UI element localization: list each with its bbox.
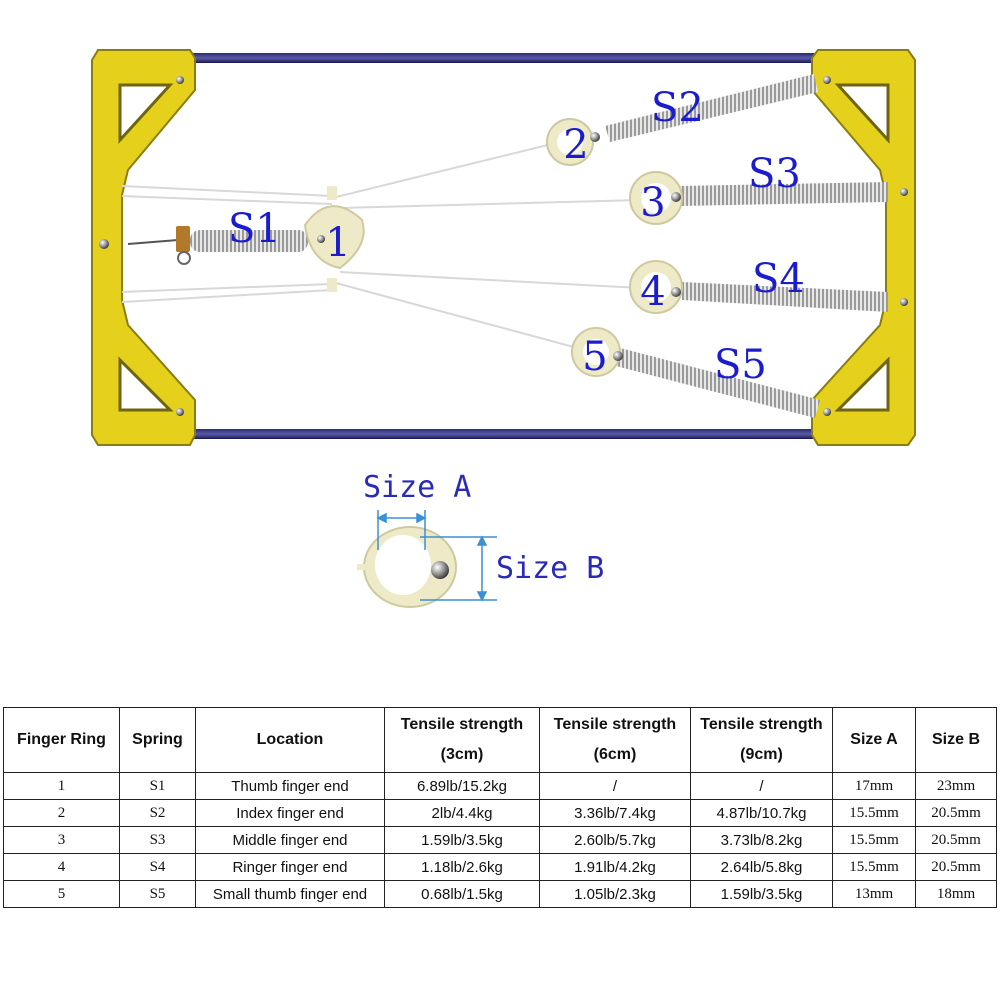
spring-s5 — [616, 348, 820, 418]
cell-tensile-9cm: 2.64lb/5.8kg — [690, 853, 833, 881]
spring-s2 — [605, 74, 818, 142]
springs — [127, 74, 888, 418]
cell-tensile-6cm: 1.91lb/4.2kg — [539, 853, 691, 881]
table-row: 4 S4 Ringer finger end 1.18lb/2.6kg 1.91… — [3, 853, 997, 881]
cell-location: Thumb finger end — [195, 772, 385, 800]
cell-finger-ring: 2 — [3, 799, 120, 827]
cell-tensile-6cm: 2.60lb/5.7kg — [539, 826, 691, 854]
header-spring: Spring — [119, 707, 196, 773]
cell-location: Ringer finger end — [195, 853, 385, 881]
cell-finger-ring: 5 — [3, 880, 120, 908]
ring-label-4: 4 — [640, 269, 665, 315]
size-a-label: Size A — [363, 470, 471, 505]
cell-tensile-6cm: / — [539, 772, 691, 800]
cell-size-a: 15.5mm — [832, 826, 916, 854]
cell-tensile-9cm: 3.73lb/8.2kg — [690, 826, 833, 854]
cell-size-b: 18mm — [915, 880, 997, 908]
header-finger-ring: Finger Ring — [3, 707, 120, 773]
frame-rods — [180, 53, 830, 439]
cell-finger-ring: 1 — [3, 772, 120, 800]
cell-tensile-3cm: 2lb/4.4kg — [384, 799, 540, 827]
header-location: Location — [195, 707, 385, 773]
spring-label-s5: S5 — [714, 342, 767, 388]
cell-tensile-3cm: 1.18lb/2.6kg — [384, 853, 540, 881]
left-frame-piece — [91, 49, 196, 446]
spring-label-s4: S4 — [752, 256, 805, 302]
cell-size-a: 13mm — [832, 880, 916, 908]
finger-rings — [303, 118, 683, 377]
cell-tensile-3cm: 1.59lb/3.5kg — [384, 826, 540, 854]
cell-size-a: 17mm — [832, 772, 916, 800]
cell-tensile-9cm: 1.59lb/3.5kg — [690, 880, 833, 908]
cell-tensile-9cm: 4.87lb/10.7kg — [690, 799, 833, 827]
cell-size-b: 20.5mm — [915, 853, 997, 881]
cell-location: Small thumb finger end — [195, 880, 385, 908]
spring-label-s3: S3 — [748, 151, 801, 197]
table-row: 1 S1 Thumb finger end 6.89lb/15.2kg / / … — [3, 772, 997, 800]
cell-tensile-3cm: 6.89lb/15.2kg — [384, 772, 540, 800]
spring-s3 — [680, 182, 888, 206]
ring-label-1: 1 — [325, 220, 350, 266]
table-row: 2 S2 Index finger end 2lb/4.4kg 3.36lb/7… — [3, 799, 997, 827]
spring-s4 — [682, 282, 888, 312]
table-row: 3 S3 Middle finger end 1.59lb/3.5kg 2.60… — [3, 826, 997, 854]
header-size-b: Size B — [915, 707, 997, 773]
cell-size-b: 20.5mm — [915, 826, 997, 854]
cell-finger-ring: 3 — [3, 826, 120, 854]
right-frame-piece — [811, 49, 916, 446]
cell-spring: S2 — [119, 799, 196, 827]
cell-spring: S3 — [119, 826, 196, 854]
cell-size-a: 15.5mm — [832, 799, 916, 827]
cell-tensile-6cm: 1.05lb/2.3kg — [539, 880, 691, 908]
cell-spring: S4 — [119, 853, 196, 881]
ring-label-5: 5 — [582, 334, 607, 380]
strings — [121, 141, 641, 351]
header-tensile-9cm: Tensile strength(9cm) — [690, 707, 833, 773]
cell-spring: S1 — [119, 772, 196, 800]
cell-location: Middle finger end — [195, 826, 385, 854]
size-detail-ring — [357, 510, 497, 608]
table-row: 5 S5 Small thumb finger end 0.68lb/1.5kg… — [3, 880, 997, 908]
header-tensile-3cm: Tensile strength(3cm) — [384, 707, 540, 773]
spring-s1 — [190, 230, 308, 252]
ring-label-3: 3 — [640, 180, 665, 226]
cell-location: Index finger end — [195, 799, 385, 827]
cell-spring: S5 — [119, 880, 196, 908]
size-b-label: Size B — [496, 551, 604, 586]
cell-tensile-3cm: 0.68lb/1.5kg — [384, 880, 540, 908]
cell-finger-ring: 4 — [3, 853, 120, 881]
cell-size-b: 23mm — [915, 772, 997, 800]
cell-tensile-9cm: / — [690, 772, 833, 800]
ring-label-2: 2 — [563, 122, 588, 168]
cell-tensile-6cm: 3.36lb/7.4kg — [539, 799, 691, 827]
cell-size-a: 15.5mm — [832, 853, 916, 881]
table-header-row: Finger Ring Spring Location Tensile stre… — [3, 707, 997, 773]
header-size-a: Size A — [832, 707, 916, 773]
header-tensile-6cm: Tensile strength(6cm) — [539, 707, 691, 773]
spring-spec-table: Finger Ring Spring Location Tensile stre… — [3, 707, 997, 908]
cell-size-b: 20.5mm — [915, 799, 997, 827]
spring-label-s2: S2 — [651, 85, 704, 131]
hand-exerciser-diagram: 1 2 3 4 5 S1 S2 S3 S4 S5 Size A Size B — [91, 49, 916, 608]
spring-label-s1: S1 — [228, 206, 281, 252]
